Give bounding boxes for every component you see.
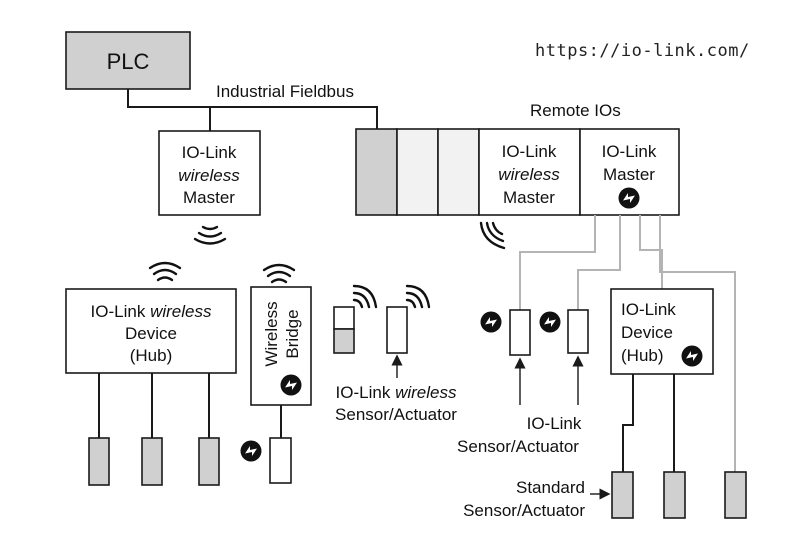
wireless-master-left-line2: wireless: [178, 166, 240, 185]
io-link-logo-icon: [480, 311, 502, 333]
remote-ios-label: Remote IOs: [530, 101, 621, 120]
wireless-hub-device-2: [141, 437, 163, 486]
bridge-device: [269, 437, 292, 484]
wireless-hub-line2: Device: [125, 324, 177, 343]
remote-io-slot-1: [355, 128, 398, 216]
remote-io-slot-2: [396, 128, 439, 216]
wireless-master-remote-line3: Master: [503, 188, 555, 207]
wireless-hub: [65, 288, 237, 374]
standard-sensor-line1: Standard: [516, 478, 585, 497]
iolink-sensor-line1: IO-Link: [527, 414, 582, 433]
wireless-waves-icon: [479, 221, 506, 250]
wireless-sensor-line2: Sensor/Actuator: [335, 405, 457, 424]
wireless-master-left-line1: IO-Link: [182, 143, 237, 162]
standard-sensor-2: [663, 471, 686, 519]
iolink-hub-line2: Device: [621, 323, 673, 342]
io-link-logo-icon: [240, 440, 262, 462]
wireless-hub-line3: (Hub): [130, 346, 173, 365]
wireless-sensor-line1: IO-Link wireless: [336, 383, 457, 402]
iolink-sensor-1: [509, 309, 531, 356]
wireless-master-remote-line2: wireless: [498, 165, 560, 184]
iolink-master-line2: Master: [603, 165, 655, 184]
iolink-hub-cables: [622, 374, 675, 472]
wireless-master-left: [158, 130, 261, 216]
wireless-waves-icon: [193, 225, 227, 245]
wireless-master-remote-line1: IO-Link: [502, 142, 557, 161]
remote-io-slot-3: [437, 128, 480, 216]
wireless-hub-line1: IO-Link wireless: [91, 302, 212, 321]
iolink-hub-line3: (Hub): [621, 346, 664, 365]
wireless-waves-icon: [148, 261, 182, 282]
wireless-master-remote: [478, 128, 581, 216]
wireless-sensor-bottom: [333, 328, 355, 354]
wireless-sensor-top: [333, 306, 355, 330]
iolink-sensor-line2: Sensor/Actuator: [457, 437, 579, 456]
wireless-waves-icon: [405, 284, 431, 309]
iolink-sensor-2: [567, 309, 589, 354]
bridge-line1: Wireless: [262, 301, 281, 366]
wireless-waves-icon: [352, 284, 378, 309]
fieldbus-line: [127, 89, 378, 129]
wireless-master-left-line3: Master: [183, 188, 235, 207]
standard-sensor-line2: Sensor/Actuator: [463, 501, 585, 520]
standard-sensor-3: [724, 471, 747, 519]
iolink-master-cables: [519, 215, 736, 472]
io-link-logo-icon: [539, 311, 561, 333]
io-link-logo-icon: [618, 187, 640, 209]
standard-sensor-1: [611, 471, 634, 519]
plc-box: [65, 31, 191, 90]
hub-cables: [98, 373, 210, 438]
source-url: https://io-link.com/: [535, 41, 750, 61]
plc-label: PLC: [107, 49, 150, 74]
iolink-hub-line1: IO-Link: [621, 300, 676, 319]
wireless-sensor-2: [386, 306, 408, 354]
wireless-waves-icon: [262, 263, 296, 284]
io-link-logo-icon: [280, 374, 302, 396]
bridge-line2: Bridge: [283, 309, 302, 358]
fieldbus-label: Industrial Fieldbus: [216, 82, 354, 101]
wireless-hub-device-3: [198, 437, 220, 486]
wireless-hub-device-1: [88, 437, 110, 486]
iolink-master-line1: IO-Link: [602, 142, 657, 161]
io-link-logo-icon: [681, 345, 703, 367]
